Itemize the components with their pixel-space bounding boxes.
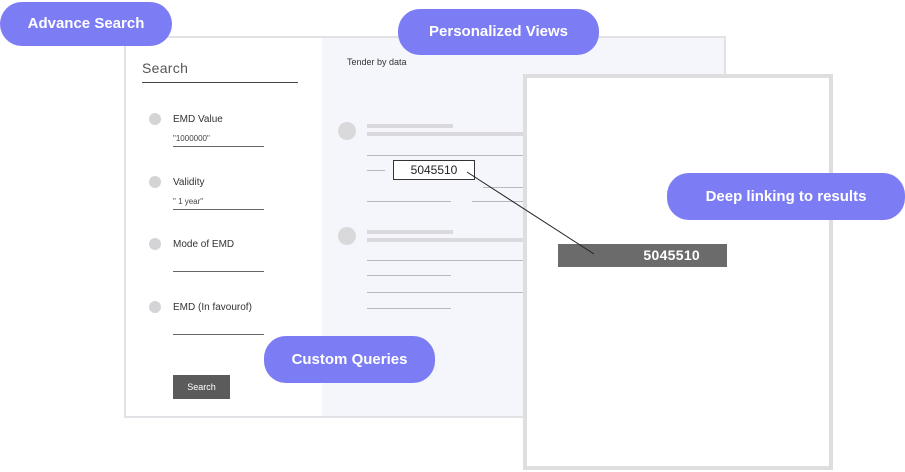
- detail-view-panel: [523, 74, 833, 470]
- results-title: Tender by data: [347, 57, 407, 67]
- filter-value-emd-value: "1000000": [173, 134, 210, 143]
- callout-custom-queries: Custom Queries: [264, 336, 435, 383]
- filter-field-emd-in-favour[interactable]: [173, 334, 264, 335]
- filter-radio-validity[interactable]: [149, 176, 161, 188]
- result-line: [483, 187, 523, 188]
- result-line: [367, 170, 385, 171]
- search-button[interactable]: Search: [173, 375, 230, 399]
- result-avatar: [338, 227, 356, 245]
- result-id-highlight[interactable]: 5045510: [393, 160, 475, 180]
- callout-personalized-views: Personalized Views: [398, 9, 599, 55]
- filter-label-validity: Validity: [173, 177, 205, 188]
- result-line: [367, 155, 523, 156]
- filter-field-validity[interactable]: [173, 209, 264, 210]
- result-line: [367, 201, 451, 202]
- result-avatar: [338, 122, 356, 140]
- filter-radio-emd-value[interactable]: [149, 113, 161, 125]
- search-title: Search: [142, 60, 189, 76]
- filter-radio-emd-in-favour[interactable]: [149, 301, 161, 313]
- result-subtitle-placeholder: [367, 238, 523, 242]
- result-line: [367, 275, 451, 276]
- filter-value-validity: " 1 year": [173, 197, 204, 206]
- detail-id-bar: 5045510: [558, 244, 727, 267]
- result-line: [472, 201, 523, 202]
- filter-field-mode-of-emd[interactable]: [173, 271, 264, 272]
- result-line: [367, 292, 523, 293]
- callout-deep-linking: Deep linking to results: [667, 173, 905, 220]
- result-title-placeholder: [367, 230, 453, 234]
- filter-label-emd-in-favour: EMD (In favourof): [173, 302, 252, 313]
- result-line: [367, 260, 523, 261]
- result-line: [367, 308, 451, 309]
- filter-field-emd-value[interactable]: [173, 146, 264, 147]
- search-input-underline[interactable]: [142, 82, 298, 83]
- callout-advance-search: Advance Search: [0, 2, 172, 46]
- result-title-placeholder: [367, 124, 453, 128]
- filter-radio-mode-of-emd[interactable]: [149, 238, 161, 250]
- result-subtitle-placeholder: [367, 132, 523, 136]
- filter-label-emd-value: EMD Value: [173, 114, 223, 125]
- filter-label-mode-of-emd: Mode of EMD: [173, 239, 235, 250]
